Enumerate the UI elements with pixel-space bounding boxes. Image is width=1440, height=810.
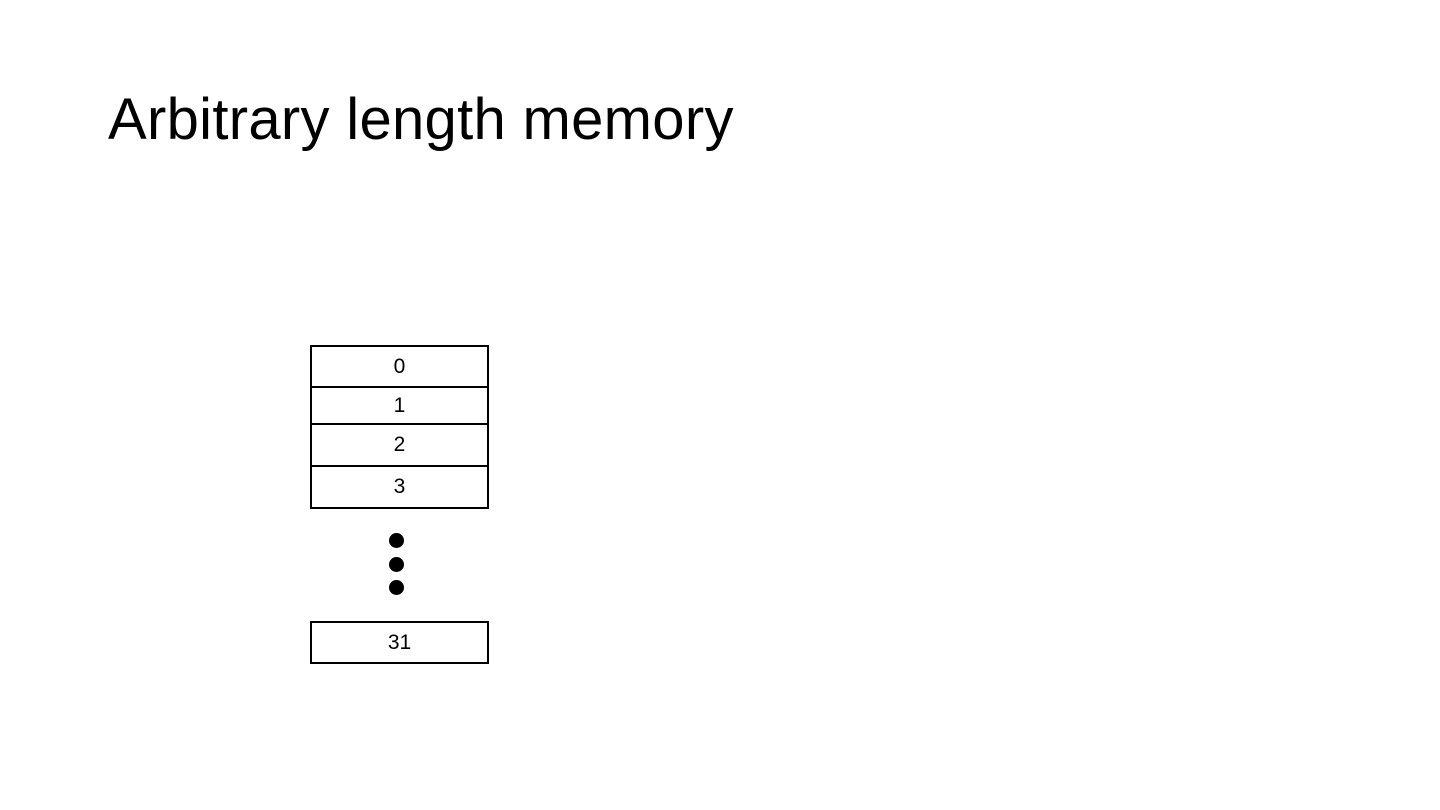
memory-cell: 1 xyxy=(310,386,489,425)
memory-cell-label: 31 xyxy=(387,630,412,654)
ellipsis-dot xyxy=(389,557,404,572)
slide-title: Arbitrary length memory xyxy=(108,87,734,152)
memory-cell-label: 0 xyxy=(393,354,406,378)
memory-cell-last: 31 xyxy=(310,621,489,664)
ellipsis-dot xyxy=(389,580,404,595)
memory-cell-label: 1 xyxy=(393,393,406,417)
memory-cell: 0 xyxy=(310,345,489,388)
memory-cell-label: 3 xyxy=(393,475,406,498)
ellipsis-dot xyxy=(389,533,404,548)
memory-cell: 3 xyxy=(310,465,489,509)
memory-cell-label: 2 xyxy=(393,433,406,456)
memory-cell: 2 xyxy=(310,423,489,467)
